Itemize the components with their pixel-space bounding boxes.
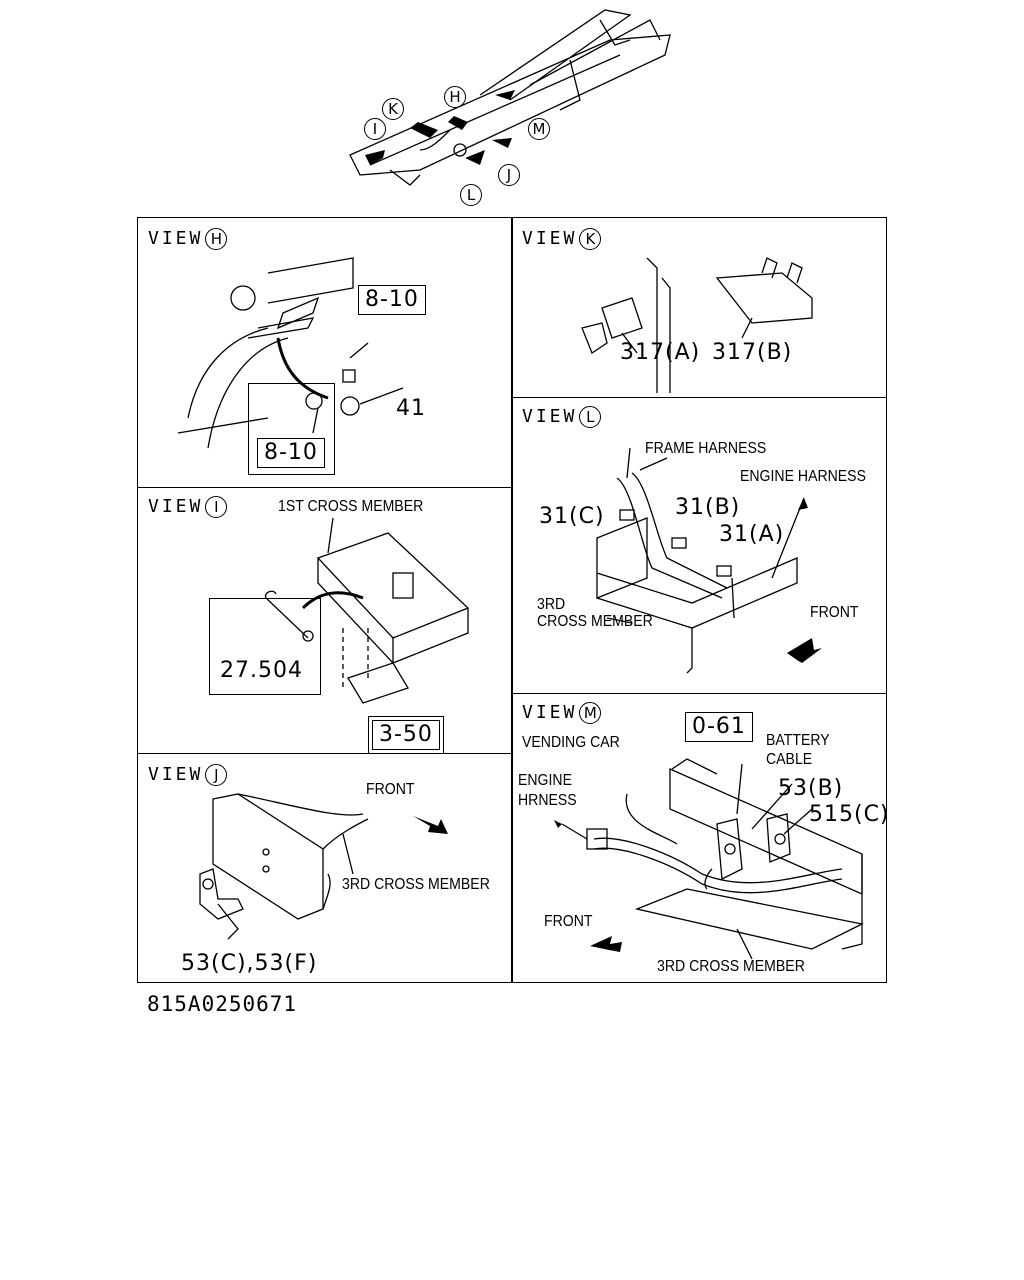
view-i-drawing [264, 517, 470, 704]
view-m-engine-arrow [554, 820, 562, 828]
view-m-part-c: 515(C) [809, 802, 890, 827]
view-i-letter: I [205, 496, 228, 518]
view-l-frame-harness: FRAME HARNESS [645, 440, 767, 457]
view-m-front-arrow [590, 936, 622, 952]
view-j-front-arrow [413, 816, 448, 834]
view-k-part-a: 317(A) [620, 340, 701, 365]
view-l-front-arrow [787, 638, 822, 663]
frame-chassis-drawing [349, 9, 671, 186]
view-l-cross-2: CROSS MEMBER [537, 613, 653, 630]
view-l-drawing [596, 447, 822, 674]
view-j-letter: J [205, 764, 228, 786]
view-h-ref-bottom: 8-10 [257, 438, 325, 468]
view-l-engine-harness: ENGINE HARNESS [740, 468, 866, 485]
view-i-inset-value: 27.504 [220, 658, 303, 683]
marker-k: K [382, 98, 404, 120]
view-m-drawing [554, 758, 864, 960]
view-m-letter: M [579, 702, 602, 724]
marker-i: I [364, 118, 386, 140]
view-j-front: FRONT [366, 781, 415, 798]
view-m-cross-member: 3RD CROSS MEMBER [657, 958, 805, 975]
view-i-label: 1ST CROSS MEMBER [278, 498, 424, 515]
arrow-i [365, 150, 385, 165]
view-j-cross-member: 3RD CROSS MEMBER [342, 876, 490, 893]
view-l-part-c: 31(C) [539, 504, 605, 529]
view-m-engine-2: HRNESS [518, 792, 577, 809]
view-i-ref: 3-50 [368, 716, 444, 754]
arrow-k [410, 122, 438, 138]
arrow-m [492, 138, 512, 148]
view-h-drawing [177, 257, 404, 449]
view-k-part-b: 317(B) [712, 340, 793, 365]
arrow-j [465, 150, 485, 165]
view-m-battery-2: CABLE [766, 751, 813, 768]
view-j-parts: 53(C),53(F) [181, 951, 318, 976]
view-m-subtitle: VENDING CAR [522, 734, 620, 751]
drawing-code: 815A0250671 [147, 992, 298, 1016]
view-i-inset [209, 598, 321, 695]
marker-m: M [528, 118, 550, 140]
arrow-h2 [495, 90, 515, 100]
view-k-drawing [581, 257, 813, 393]
marker-j: J [498, 164, 520, 186]
view-m-battery-1: BATTERY [766, 732, 830, 749]
view-m-front: FRONT [544, 913, 593, 930]
view-h-inset [248, 383, 335, 475]
view-h-ref-top: 8-10 [358, 285, 426, 315]
arrow-h [448, 116, 468, 130]
view-h-letter: H [205, 228, 228, 250]
marker-h: H [444, 86, 466, 108]
view-l-part-a: 31(A) [719, 522, 785, 547]
view-m-ref: 0-61 [685, 712, 753, 742]
view-l-part-b: 31(B) [675, 495, 741, 520]
overview-diagram [330, 0, 690, 215]
view-l-letter: L [579, 406, 602, 428]
view-l-front: FRONT [810, 604, 859, 621]
view-h-part-41: 41 [396, 396, 426, 421]
view-j-drawing [199, 793, 448, 940]
view-m-engine-1: ENGINE [518, 772, 572, 789]
marker-l: L [460, 184, 482, 206]
view-k-letter: K [579, 228, 602, 250]
view-l-cross-1: 3RD [537, 596, 566, 613]
